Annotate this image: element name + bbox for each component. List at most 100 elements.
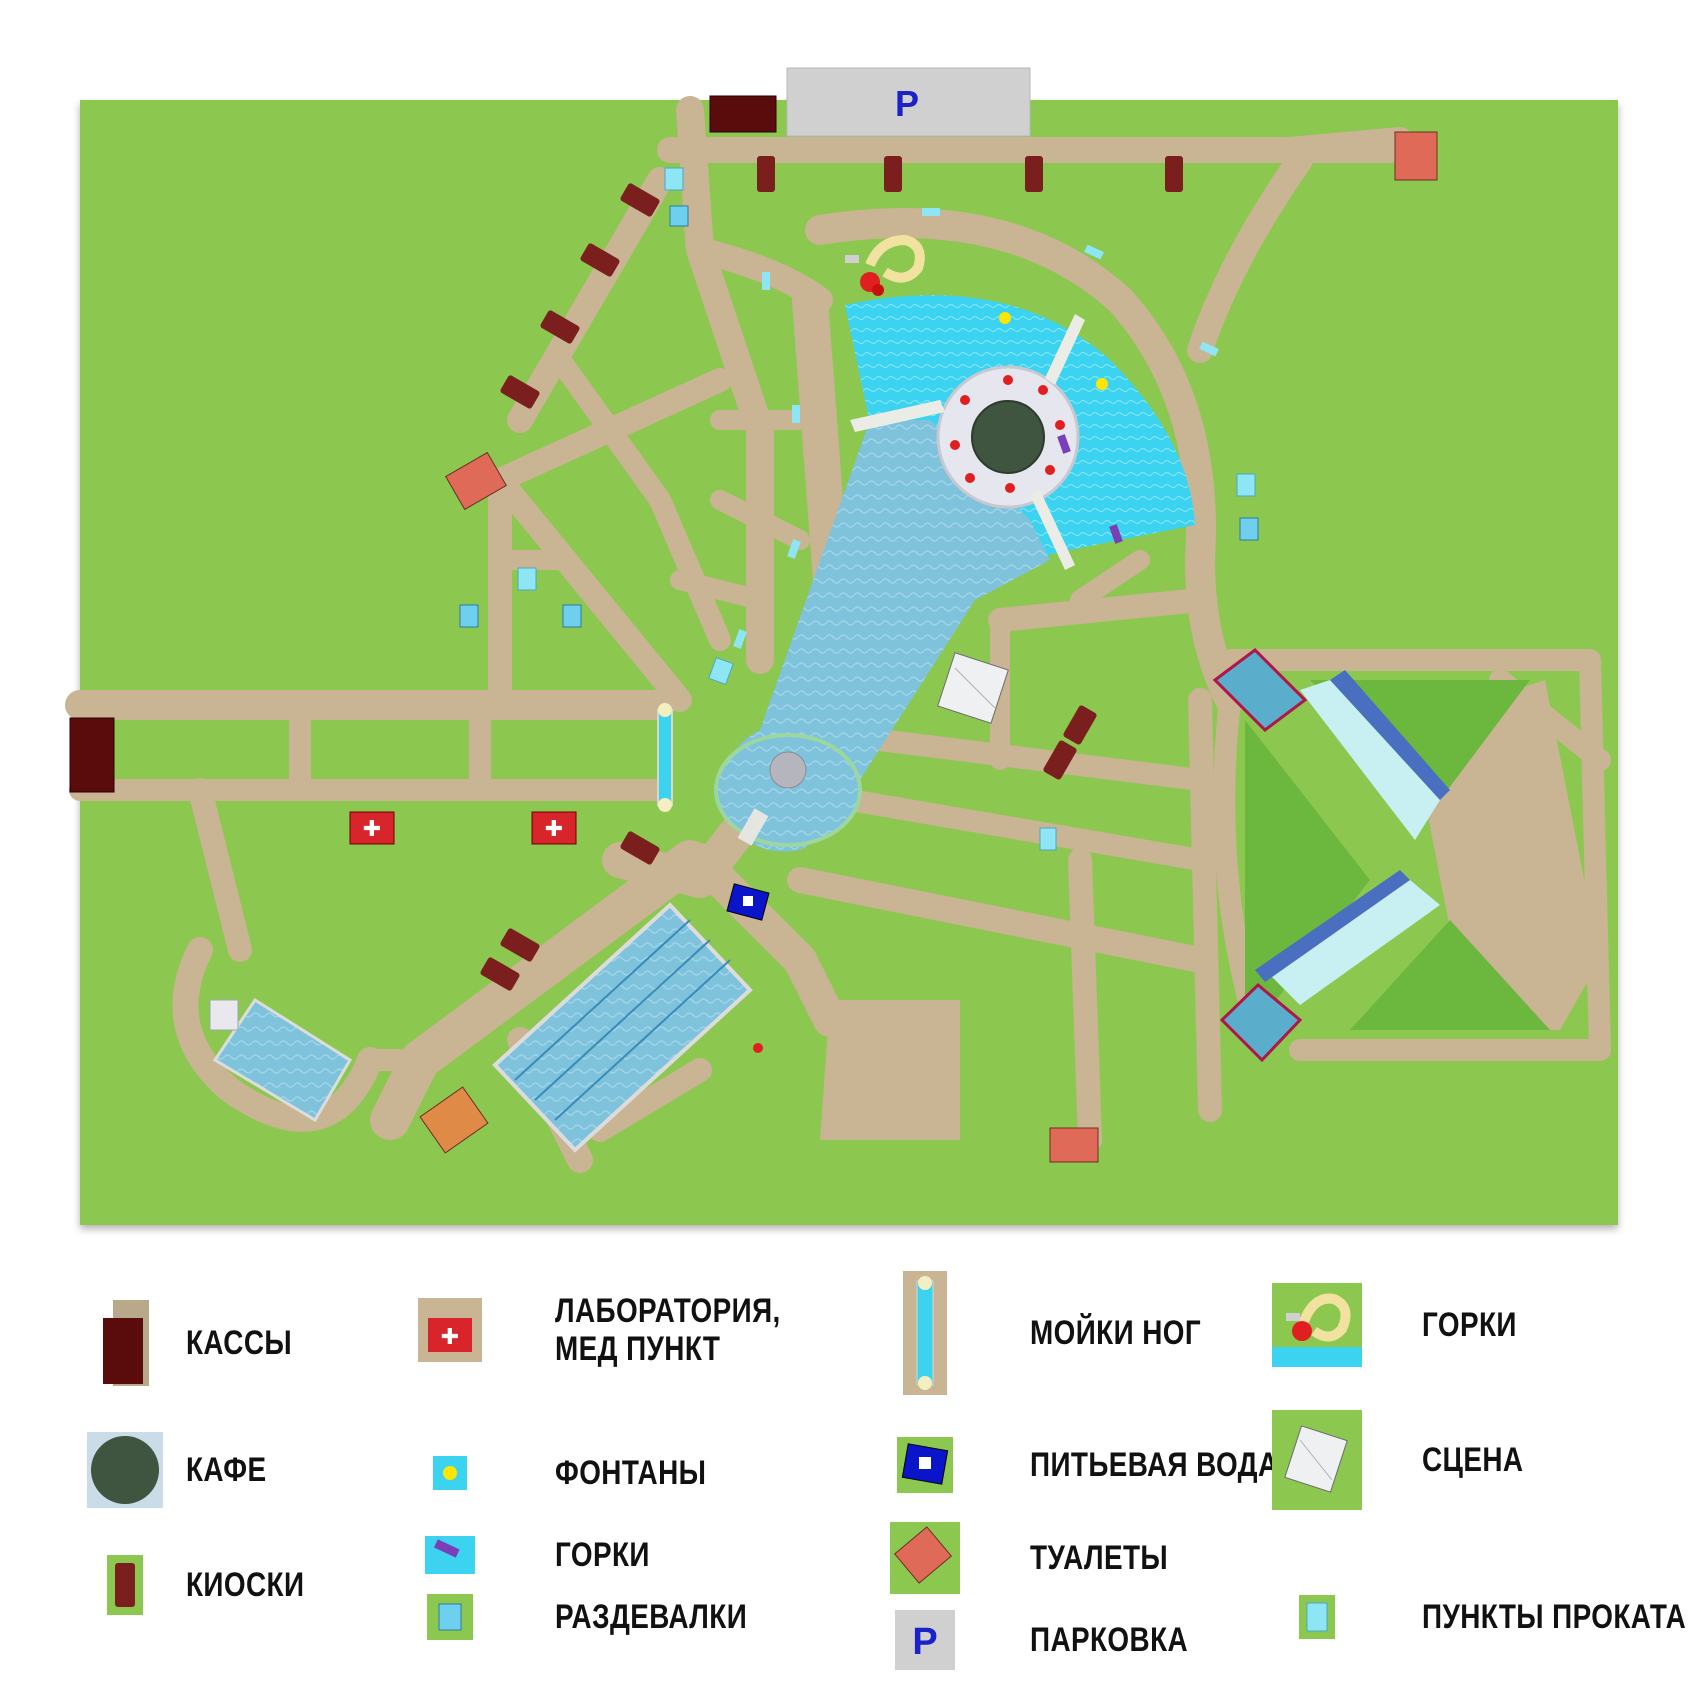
marker-dot	[753, 1043, 763, 1053]
legend-lab: ✚ ЛАБОРАТОРИЯ, МЕД ПУНКТ	[405, 1285, 830, 1375]
locker-room-icon[interactable]	[669, 205, 689, 227]
rental-icon[interactable]	[1236, 473, 1256, 497]
fountain-icon	[405, 1428, 495, 1518]
legend-stage: СЦЕНА	[1272, 1410, 1546, 1510]
legend-label: ПАРКОВКА	[1030, 1621, 1189, 1659]
pool-building	[209, 999, 239, 1031]
waterslide-icon	[1272, 1280, 1362, 1370]
fountain-icon	[999, 312, 1011, 324]
small-slide-icon	[405, 1510, 495, 1600]
main-pool[interactable]	[714, 295, 1195, 852]
stage-icon	[1272, 1410, 1362, 1510]
waterslide-icon[interactable]	[845, 234, 925, 296]
medical-icon: ✚	[405, 1285, 495, 1375]
legend-label: ПИТЬЕВАЯ ВОДА	[1030, 1446, 1279, 1484]
legend-cafe: КАФЕ	[80, 1425, 284, 1515]
rental-icon[interactable]	[1039, 827, 1057, 851]
parking-letter: P	[912, 1621, 937, 1663]
legend-kiosks: КИОСКИ	[80, 1540, 330, 1630]
legend-label: ФОНТАНЫ	[555, 1454, 707, 1492]
cafe-icon	[80, 1425, 170, 1515]
footwash-icon	[880, 1270, 970, 1396]
wave-pools[interactable]	[1212, 648, 1450, 1063]
medical-icon[interactable]	[349, 811, 395, 845]
kiosk-icon[interactable]	[579, 242, 620, 277]
footwash-icon[interactable]	[657, 703, 673, 812]
svg-text:✚: ✚	[441, 1325, 459, 1350]
bridge-left	[850, 400, 945, 432]
legend-label: ТУАЛЕТЫ	[1030, 1539, 1169, 1577]
locker-room-icon[interactable]	[1239, 517, 1259, 541]
kiosk-icon[interactable]	[884, 156, 902, 192]
slide-tower	[769, 751, 807, 789]
rental-icon	[1272, 1572, 1362, 1662]
small-slide-icon	[1109, 524, 1123, 544]
path-stations	[733, 208, 1219, 649]
kids-pool[interactable]	[209, 997, 353, 1123]
parking-icon: P	[880, 1595, 970, 1685]
kiosk-icon[interactable]	[499, 374, 540, 409]
medical-points[interactable]: ✚ ✚	[349, 811, 577, 845]
legend-slides-big: ГОРКИ	[1272, 1280, 1538, 1370]
legend-water: ПИТЬЕВАЯ ВОДА	[880, 1420, 1333, 1510]
legend-slides-small: ГОРКИ	[405, 1510, 671, 1600]
toilet-icon[interactable]	[1394, 131, 1438, 181]
legend-rental: ПУНКТЫ ПРОКАТА	[1272, 1572, 1700, 1662]
cashier-icon[interactable]	[69, 717, 115, 793]
kiosks-top[interactable]	[757, 156, 1183, 192]
parking-lot[interactable]: P	[786, 67, 1031, 137]
toilet-icon[interactable]	[445, 451, 507, 511]
legend-label: ГОРКИ	[1422, 1306, 1517, 1344]
toilets[interactable]	[419, 131, 1438, 1163]
drinking-water-icon[interactable]	[726, 883, 770, 921]
drinking-water-icon	[880, 1420, 970, 1510]
cafe-building[interactable]	[971, 400, 1045, 474]
legend-label: КАФЕ	[186, 1451, 267, 1489]
legend-label: КАССЫ	[186, 1324, 293, 1362]
legend-label: МОЙКИ НОГ	[1030, 1314, 1202, 1352]
park-map: P	[65, 67, 1618, 1225]
cashier-icon[interactable]	[709, 95, 777, 133]
legend-label: ПУНКТЫ ПРОКАТА	[1422, 1598, 1687, 1636]
legend-label: РАЗДЕВАЛКИ	[555, 1598, 748, 1636]
stage-icon[interactable]	[937, 652, 1009, 724]
rental-icon[interactable]	[664, 167, 684, 191]
kiosk-icon[interactable]	[1042, 739, 1077, 780]
kiosk-icon[interactable]	[1062, 704, 1097, 745]
legend-label: КИОСКИ	[186, 1566, 305, 1604]
svg-text:✚: ✚	[545, 817, 563, 842]
locker-room-icon[interactable]	[459, 604, 479, 628]
toilet-icon[interactable]	[419, 1086, 489, 1154]
legend-cashier: КАССЫ	[80, 1298, 315, 1388]
svg-text:✚: ✚	[363, 817, 381, 842]
kiosks-diagonal[interactable]	[479, 182, 1097, 991]
medical-icon[interactable]	[531, 811, 577, 845]
toilet-icon	[880, 1513, 970, 1603]
grass-triangle-lower	[1350, 920, 1550, 1030]
kiosk-icon[interactable]	[479, 956, 520, 991]
legend-lockers: РАЗДЕВАЛКИ	[405, 1572, 789, 1662]
legend-label: ГОРКИ	[555, 1536, 650, 1574]
kiosk-icon[interactable]	[539, 309, 580, 344]
kiosk-icon[interactable]	[1165, 156, 1183, 192]
kiosk-icon[interactable]	[619, 182, 660, 217]
kiosk-icon[interactable]	[757, 156, 775, 192]
rental-icon[interactable]	[708, 656, 734, 686]
locker-room-icon	[405, 1572, 495, 1662]
legend-footwash: МОЙКИ НОГ	[880, 1270, 1239, 1396]
rental-icon[interactable]	[517, 567, 537, 591]
locker-rooms[interactable]	[459, 205, 1259, 628]
legend-toilets: ТУАЛЕТЫ	[880, 1513, 1198, 1603]
kiosk-icon[interactable]	[499, 927, 540, 962]
kiosk-icon[interactable]	[619, 830, 660, 865]
rental-points[interactable]	[517, 167, 1256, 851]
island-lights	[950, 375, 1065, 493]
kiosk-icon	[80, 1540, 170, 1630]
locker-room-icon[interactable]	[562, 604, 582, 628]
sports-pool[interactable]	[492, 902, 753, 1153]
toilet-icon[interactable]	[1049, 1127, 1099, 1163]
pool-ladder	[737, 808, 769, 846]
bridge-bottom	[1030, 490, 1075, 570]
legend-label: ЛАБОРАТОРИЯ, МЕД ПУНКТ	[555, 1292, 781, 1368]
kiosk-icon[interactable]	[1025, 156, 1043, 192]
